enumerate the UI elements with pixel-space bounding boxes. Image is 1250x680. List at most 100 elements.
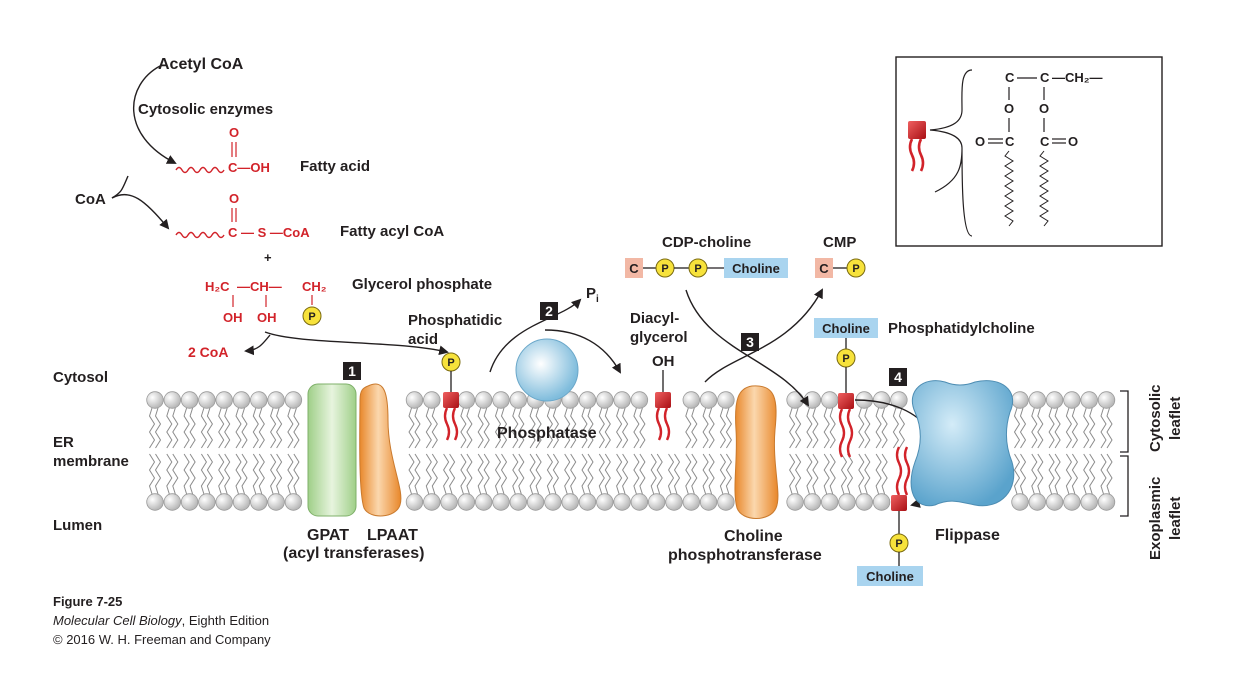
lipid-top [405,391,424,449]
svg-text:P: P [694,263,701,275]
phosphatidylcholine-label: Phosphatidylcholine [888,320,1035,337]
lipid-bot [578,453,597,511]
acetyl-coa-label: Acetyl CoA [158,56,244,73]
arrow-phosphatase-out [544,329,621,374]
lipid-bot [1045,453,1064,511]
lipid-top [786,391,804,449]
cytosol-label: Cytosol [53,369,108,386]
svg-text:C: C [819,261,829,276]
lipid-bot [232,453,251,511]
fatty-acid-c-oh: C—OH [228,160,270,175]
lipid-bot [613,453,631,511]
lipid-bot [596,453,614,511]
pc-choline-box: Choline [814,318,878,338]
cytosolic-leaflet-label-1: Cytosolic [1147,384,1164,452]
lipid-bot [215,453,233,511]
membrane-label: membrane [53,453,129,470]
diacylglycerol-label-2: glycerol [630,329,688,346]
step-2-badge: 2 [540,302,558,320]
cmp-label: CMP [823,234,856,251]
cytosolic-enzymes-label: Cytosolic enzymes [138,101,273,118]
lipid-top [1063,391,1081,449]
lipid-top [180,391,199,449]
fatty-acyl-o: O [229,191,239,206]
lipid-bot [682,453,701,511]
exoplasmic-leaflet-label-2: leaflet [1167,497,1184,540]
coa-label: CoA [75,191,106,208]
glycerol-ch: —CH— [237,279,282,294]
arrow-acetyl-to-fatty-acid [132,65,177,164]
svg-text:O: O [975,134,985,149]
lumen-label: Lumen [53,517,102,534]
lipid-top [250,391,268,449]
lipid-top [890,391,908,449]
lipid-bot [198,453,216,511]
glycerol-phosphate-label: Glycerol phosphate [352,276,492,293]
choline-phosphotransferase-protein [734,385,779,519]
lipid-top [146,391,164,449]
glycerol-phosphate-p-icon: P [302,306,322,326]
svg-text:C: C [629,261,639,276]
lipid-top [561,391,579,449]
leaflet-brackets [1120,390,1129,517]
svg-text:P: P [895,538,902,550]
cytosolic-leaflet-label-2: leaflet [1167,397,1184,440]
er-membrane-bilayer [146,391,1116,511]
lipid-bot [821,453,839,511]
lipid-top [803,391,822,449]
exoplasmic-leaflet-label-1: Exoplasmic [1147,477,1164,560]
copyright-line: © 2016 W. H. Freeman and Company [53,632,271,647]
svg-text:4: 4 [894,369,902,385]
lipid-bot [1028,453,1047,511]
lipid-top [717,391,735,449]
lipid-top [215,391,233,449]
lipid-top [1028,391,1047,449]
cdp-choline-molecule: C P P Choline [625,258,788,278]
svg-text:C: C [1040,134,1050,149]
lipid-bot [855,453,874,511]
lipid-top [630,391,649,449]
flippase-label: Flippase [935,527,1000,544]
step-3-badge: 3 [741,333,759,351]
lipid-bot [699,453,718,511]
lipid-bot [648,453,666,511]
arrow-cdp-choline-in [685,289,810,407]
lipid-top [613,391,631,449]
svg-text:P: P [842,353,849,365]
lipid-top [699,391,718,449]
svg-text:P: P [661,263,668,275]
lipid-bot [509,453,528,511]
diacylglycerol-lipid [655,370,671,441]
lipid-top [267,391,285,449]
arrow-fatty-acid-down [111,175,129,199]
acyl-transferases-label: (acyl transferases) [283,545,424,562]
gpat-label: GPAT [307,527,349,544]
svg-text:—CH₂—: —CH₂— [1052,70,1103,85]
cdp-choline-label: CDP-choline [662,234,751,251]
svg-text:O: O [1068,134,1078,149]
lipid-top [1080,391,1098,449]
arrow-to-phosphatidic-acid [264,331,449,356]
arrow-cmp-out [704,288,823,383]
lipid-bot [267,453,285,511]
flipped-pc-lipid: P Choline [857,446,923,586]
lipid-top [872,391,891,449]
svg-text:C: C [1040,70,1050,85]
lipid-top [475,391,493,449]
svg-text:C: C [1005,134,1015,149]
phosphatidic-acid-lipid: P [441,352,461,441]
lipid-top [163,391,182,449]
lipid-bot [1063,453,1081,511]
svg-text:P: P [852,263,859,275]
lipid-bot [163,453,182,511]
lpaat-protein [359,383,402,517]
lipid-bot [526,453,545,511]
choline-phosphotransferase-label-1: Choline [724,528,783,545]
fatty-acyl-chain [175,231,225,239]
lpaat-label: LPAAT [367,527,418,544]
step-1-badge: 1 [343,362,361,380]
lipid-top [596,391,614,449]
book-title: Molecular Cell Biology, Eighth Edition [53,613,269,628]
gpat-protein [307,383,357,517]
